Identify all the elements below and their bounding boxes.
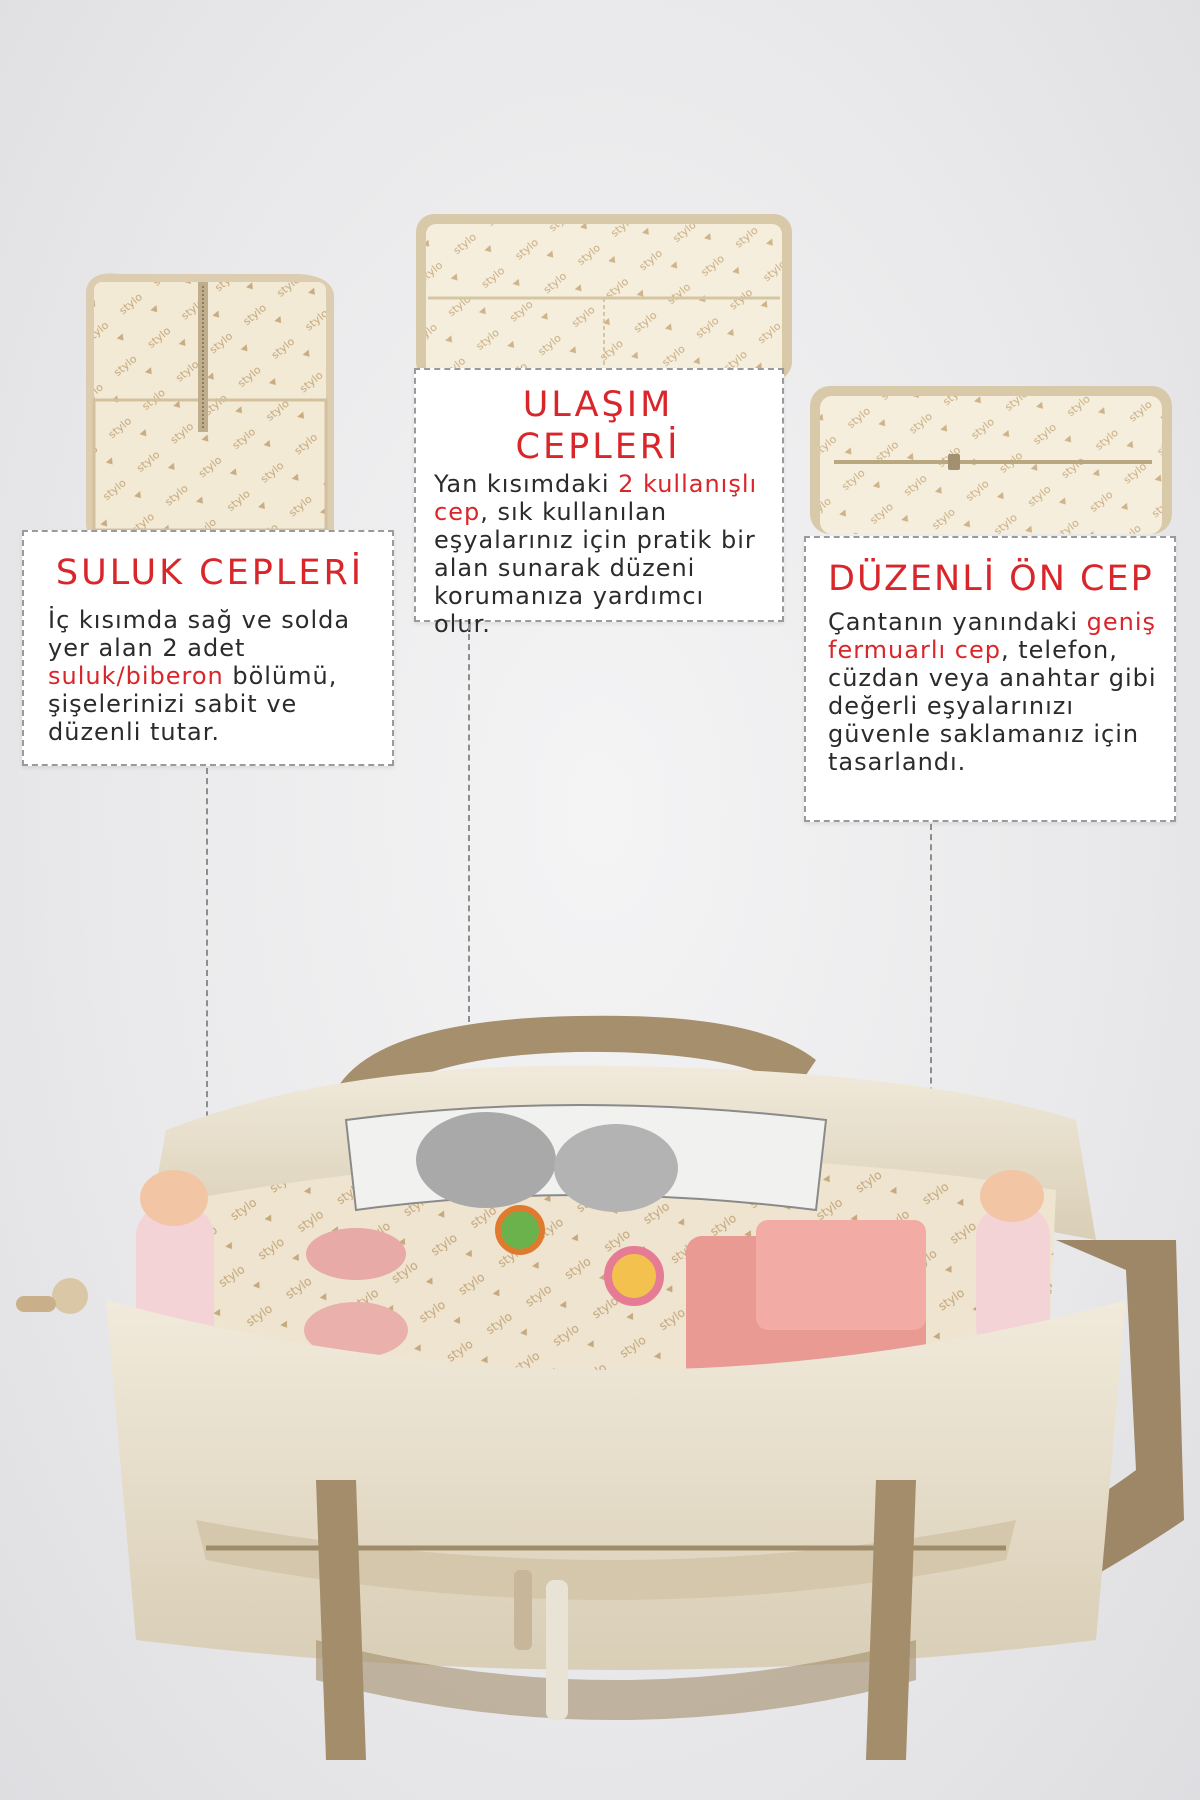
callout-ulasim: ULAŞIM CEPLERİ Yan kısımdaki 2 kullanışl… xyxy=(414,368,784,638)
callout-suluk: SULUK CEPLERİ İç kısımda sağ ve solda ye… xyxy=(22,530,394,766)
leader-line-suluk xyxy=(206,768,208,1188)
callout-text: İç kısımda sağ ve solda yer alan 2 adet … xyxy=(48,606,372,746)
callout-text-after: bölümü, şişelerinizi sabit ve düzenli tu… xyxy=(48,662,338,746)
diaper-bag-photo: stylo xyxy=(16,1015,1184,1760)
callout-text-before: Çantanın yanındaki xyxy=(828,608,1087,636)
duzenli-pocket-photo: stylo xyxy=(810,386,1172,534)
callout-highlight: suluk/biberon xyxy=(48,662,224,690)
callout-text: Çantanın yanındaki geniş fermuarlı cep, … xyxy=(828,608,1160,776)
leader-line-duzenli xyxy=(930,824,932,1124)
callout-text-after: , telefon, cüzdan veya anahtar gibi değe… xyxy=(828,636,1157,776)
leader-line-ulasim xyxy=(468,624,470,1032)
callout-title: DÜZENLİ ÖN CEP xyxy=(828,559,1154,599)
callout-text-after: , sık kullanılan eşyalarınız için pratik… xyxy=(434,498,756,638)
callout-text-before: Yan kısımdaki xyxy=(434,470,619,498)
callout-highlight: geniş fermuarlı cep xyxy=(828,608,1157,664)
callout-highlight: 2 kullanışlı cep xyxy=(434,470,758,526)
ulasim-pocket-photo: stylo xyxy=(416,214,792,380)
callout-text-before: İç kısımda sağ ve solda yer alan 2 adet xyxy=(48,606,351,662)
callout-text: Yan kısımdaki 2 kullanışlı cep, sık kull… xyxy=(434,470,762,638)
callout-title: SULUK CEPLERİ xyxy=(55,553,365,593)
callout-duzenli: DÜZENLİ ÖN CEP Çantanın yanındaki geniş … xyxy=(804,536,1176,822)
suluk-pocket-photo: stylo xyxy=(86,273,334,538)
callout-title: ULAŞIM CEPLERİ xyxy=(515,385,681,467)
